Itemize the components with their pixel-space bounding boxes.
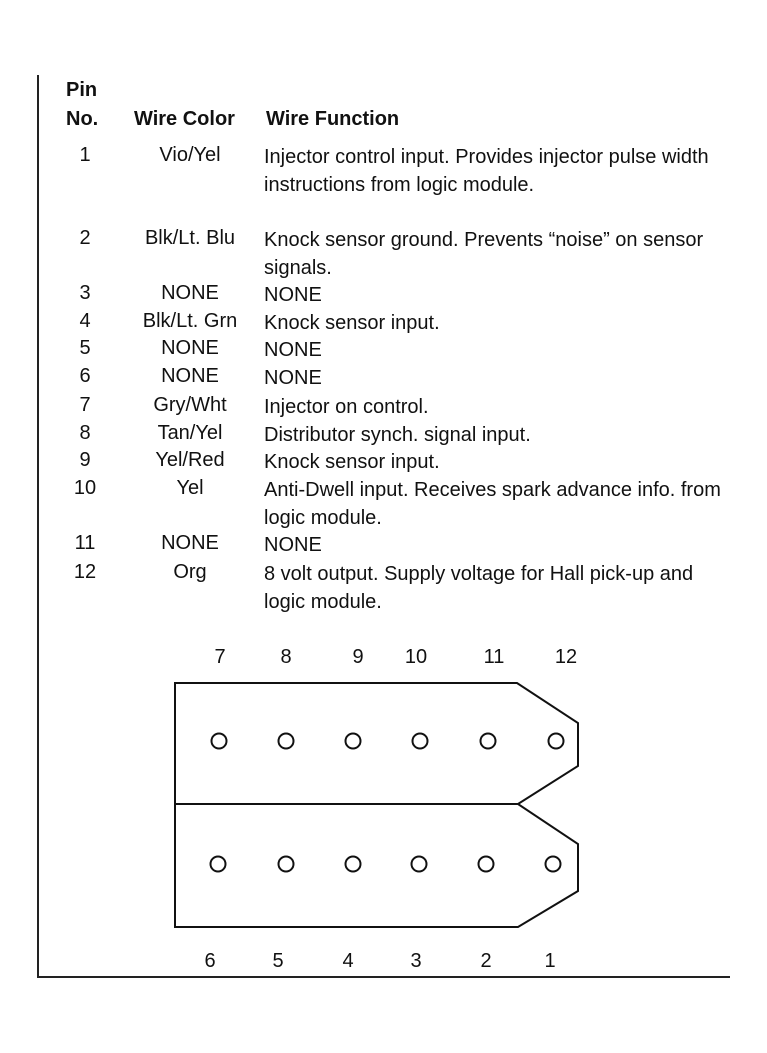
wire-color: NONE	[161, 282, 219, 304]
header-pin-line1: Pin	[66, 79, 98, 101]
wire-color: Tan/Yel	[157, 422, 223, 444]
wire-function: Injector control input. Provides injecto…	[264, 146, 709, 196]
header-wire-function: Wire Function	[266, 108, 400, 130]
connector-top-pin-label: 7	[214, 646, 226, 668]
pin-number: 7	[79, 394, 91, 416]
wire-color: NONE	[161, 365, 219, 387]
wire-function: NONE	[264, 339, 322, 361]
connector-top-pin-label: 8	[280, 646, 292, 668]
wire-function: Anti-Dwell input. Receives spark advance…	[264, 479, 721, 529]
wire-function: 8 volt output. Supply voltage for Hall p…	[264, 563, 694, 613]
wire-function: Knock sensor input.	[264, 312, 440, 334]
pin-hole	[411, 732, 429, 750]
connector-bottom-half	[174, 803, 579, 928]
wire-color: Vio/Yel	[159, 144, 221, 166]
wire-color: NONE	[161, 337, 219, 359]
wire-color: Yel	[176, 477, 204, 499]
wire-color: Blk/Lt. Blu	[144, 227, 236, 249]
wire-color: Blk/Lt. Grn	[142, 310, 238, 332]
pin-hole	[477, 855, 495, 873]
connector-top-pin-label: 9	[352, 646, 364, 668]
pin-number: 4	[79, 310, 91, 332]
connector-top-half	[174, 682, 579, 805]
pin-number: 6	[79, 365, 91, 387]
pin-number: 10	[73, 477, 97, 499]
pin-number: 9	[79, 449, 91, 471]
wire-function: Knock sensor ground. Prevents “noise” on…	[264, 229, 704, 279]
pin-hole	[344, 855, 362, 873]
wire-function: NONE	[264, 284, 322, 306]
wire-color: NONE	[161, 532, 219, 554]
pin-hole	[544, 855, 562, 873]
header-pin-line2: No.	[66, 108, 99, 130]
frame-bottom-rule	[37, 976, 730, 978]
connector-diagram	[174, 682, 579, 928]
connector-top-pin-label: 12	[554, 646, 578, 668]
connector-bottom-pin-label: 2	[480, 950, 492, 972]
connector-bottom-pins	[209, 855, 562, 873]
pin-number: 2	[79, 227, 91, 249]
pin-hole	[547, 732, 565, 750]
connector-bottom-pin-label: 4	[342, 950, 354, 972]
wire-function: NONE	[264, 534, 322, 556]
pin-number: 12	[73, 561, 97, 583]
connector-bottom-pin-label: 5	[272, 950, 284, 972]
pin-number: 8	[79, 422, 91, 444]
frame-left-rule	[37, 75, 39, 978]
pin-hole	[209, 855, 227, 873]
pin-hole	[277, 855, 295, 873]
connector-bottom-pin-label: 1	[544, 950, 556, 972]
connector-bottom-pin-label: 3	[410, 950, 422, 972]
connector-top-pin-label: 10	[404, 646, 428, 668]
connector-top-pin-label: 11	[483, 646, 505, 668]
pin-hole	[479, 732, 497, 750]
wire-function: NONE	[264, 367, 322, 389]
pin-number: 11	[74, 532, 96, 554]
pin-hole	[210, 732, 228, 750]
pin-number: 1	[79, 144, 91, 166]
connector-top-pins	[210, 732, 565, 750]
pin-hole	[277, 732, 295, 750]
pin-hole	[410, 855, 428, 873]
connector-bottom-pin-label: 6	[204, 950, 216, 972]
pin-hole	[344, 732, 362, 750]
pin-number: 5	[79, 337, 91, 359]
wire-function: Distributor synch. signal input.	[264, 424, 531, 446]
wire-color: Org	[173, 561, 207, 583]
wire-color: Yel/Red	[155, 449, 225, 471]
header-wire-color: Wire Color	[134, 108, 235, 130]
wire-function: Injector on control.	[264, 396, 429, 418]
pin-number: 3	[79, 282, 91, 304]
wire-function: Knock sensor input.	[264, 451, 440, 473]
wire-color: Gry/Wht	[153, 394, 227, 416]
